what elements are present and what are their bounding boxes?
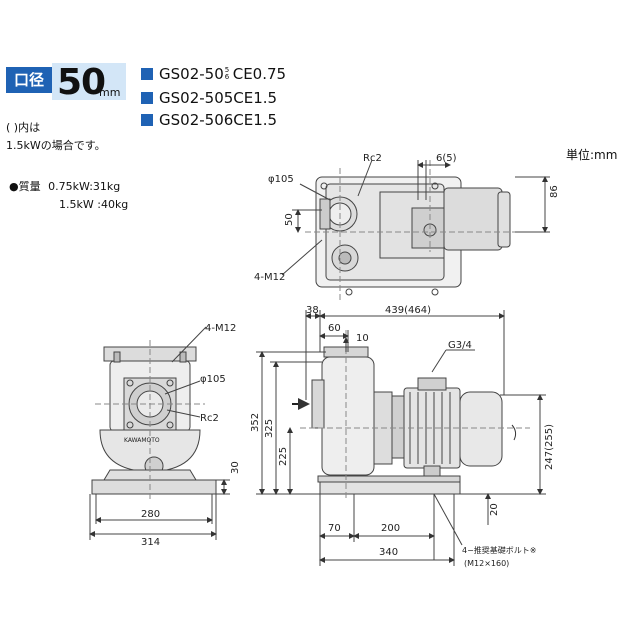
- front-g34-label: G3/4: [448, 340, 472, 351]
- side-30-label: 30: [230, 461, 241, 474]
- top-m12-label: 4-M12: [254, 272, 285, 283]
- bore-size: 50: [57, 62, 106, 103]
- bolt-note-2: (M12×160): [464, 559, 509, 568]
- side-phi-label: φ105: [200, 374, 226, 385]
- model-line-2: GS02-505CE1.5: [141, 89, 277, 107]
- model-bullet-icon: [141, 68, 153, 80]
- front-60-label: 60: [328, 323, 341, 334]
- top-50-label: 50: [284, 213, 295, 226]
- model-line-3: GS02-506CE1.5: [141, 111, 277, 129]
- front-70-label: 70: [328, 523, 341, 534]
- unit-label: 単位:mm: [566, 148, 618, 162]
- front-352-label: 352: [250, 413, 261, 432]
- model-bullet-icon: [141, 92, 153, 104]
- front-225-label: 225: [278, 447, 289, 466]
- front-325-label: 325: [264, 419, 275, 438]
- model-3-text: GS02-506CE1.5: [159, 111, 278, 129]
- front-340-label: 340: [379, 547, 398, 558]
- side-brand-label: KAWAMOTO: [124, 437, 160, 444]
- top-rc-label: Rc2: [363, 153, 382, 164]
- front-439-label: 439(464): [385, 305, 431, 316]
- front-38-label: 38: [306, 305, 319, 316]
- model-1-prefix: GS02-50: [159, 65, 224, 83]
- side-m12-label: 4-M12: [205, 323, 236, 334]
- front-20-label: 20: [489, 503, 500, 516]
- model-2-text: GS02-505CE1.5: [159, 89, 278, 107]
- top-phi-label: φ105: [268, 174, 294, 185]
- bolt-note-1: 4−推奨基礎ボルト※: [462, 545, 537, 555]
- weight-value-1: 0.75kW:31kg: [48, 180, 121, 193]
- side-314-label: 314: [141, 537, 160, 548]
- front-247-label: 247(255): [544, 424, 555, 470]
- front-10-label: 10: [356, 333, 369, 344]
- model-1-suffix: CE0.75: [232, 65, 287, 83]
- side-280-label: 280: [141, 509, 160, 520]
- weight-value-2: 1.5kW :40kg: [59, 198, 129, 211]
- top-86-label: 86: [549, 185, 560, 198]
- bore-unit: mm: [99, 86, 121, 99]
- front-view: [300, 330, 530, 500]
- top-65-label: 6(5): [436, 153, 457, 164]
- weight-row-1: ●質量 0.75kW:31kg: [9, 178, 120, 194]
- side-rc-label: Rc2: [200, 413, 219, 424]
- side-view: [91, 340, 217, 500]
- front-200-label: 200: [381, 523, 400, 534]
- weight-label: ●質量: [9, 180, 41, 193]
- bore-label: 口径: [6, 67, 52, 93]
- note-line-1: ( )内は: [6, 121, 41, 134]
- bore-box: [52, 63, 126, 100]
- note-line-2: 1.5kWの場合です。: [6, 139, 106, 152]
- model-bullet-icon: [141, 114, 153, 126]
- top-view: [305, 160, 520, 300]
